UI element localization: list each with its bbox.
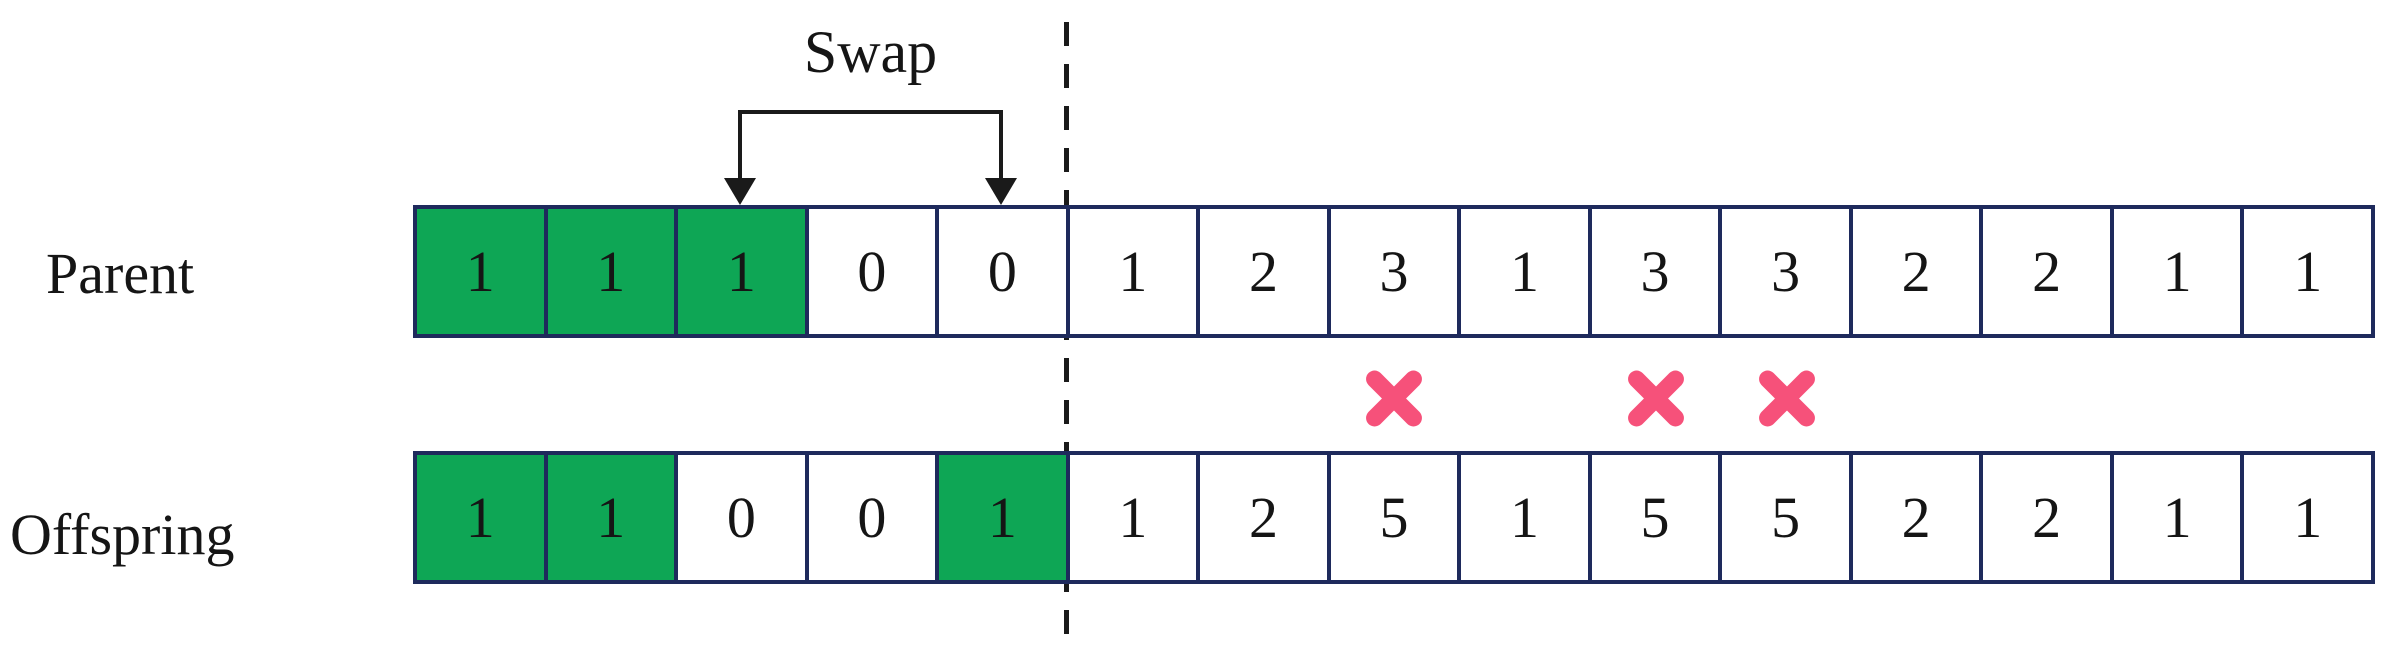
offspring-cell-11: 5 xyxy=(1718,455,1849,580)
parent-cell-1: 1 xyxy=(417,209,544,334)
swap-label: Swap xyxy=(803,19,938,85)
offspring-row-label: Offspring xyxy=(10,502,235,567)
offspring-cell-4: 0 xyxy=(804,455,936,580)
parent-cell-11: 3 xyxy=(1718,209,1849,334)
offspring-cell-14: 1 xyxy=(2109,455,2241,580)
x-mark-icon xyxy=(1623,365,1689,431)
parent-cell-6: 1 xyxy=(1065,209,1197,334)
offspring-row: 1 1 0 0 1 1 2 5 1 5 5 2 2 1 1 xyxy=(413,451,2375,584)
parent-row-label: Parent xyxy=(46,241,195,306)
offspring-cell-10: 5 xyxy=(1587,455,1719,580)
x-mark-icon xyxy=(1361,365,1427,431)
offspring-cell-1: 1 xyxy=(417,455,544,580)
parent-cell-5: 0 xyxy=(935,209,1066,334)
parent-cell-14: 1 xyxy=(2109,209,2241,334)
offspring-cell-15: 1 xyxy=(2240,455,2371,580)
x-mark-icon xyxy=(1754,365,1820,431)
parent-cell-10: 3 xyxy=(1587,209,1719,334)
parent-cell-15: 1 xyxy=(2240,209,2371,334)
offspring-cell-5: 1 xyxy=(935,455,1066,580)
swap-bracket-line xyxy=(738,110,1003,180)
offspring-cell-6: 1 xyxy=(1065,455,1197,580)
offspring-cell-13: 2 xyxy=(1979,455,2110,580)
parent-cell-7: 2 xyxy=(1196,209,1327,334)
parent-cell-4: 0 xyxy=(804,209,936,334)
offspring-cell-9: 1 xyxy=(1457,455,1588,580)
offspring-cell-2: 1 xyxy=(543,455,675,580)
parent-cell-9: 1 xyxy=(1457,209,1588,334)
parent-cell-13: 2 xyxy=(1979,209,2110,334)
offspring-cell-12: 2 xyxy=(1848,455,1980,580)
parent-row: 1 1 1 0 0 1 2 3 1 3 3 2 2 1 1 xyxy=(413,205,2375,338)
offspring-cell-8: 5 xyxy=(1326,455,1458,580)
parent-cell-2: 1 xyxy=(543,209,675,334)
parent-cell-12: 2 xyxy=(1848,209,1980,334)
offspring-cell-3: 0 xyxy=(674,455,805,580)
offspring-cell-7: 2 xyxy=(1196,455,1327,580)
swap-arrow-right-icon xyxy=(985,178,1017,205)
parent-cell-8: 3 xyxy=(1326,209,1458,334)
swap-arrow-left-icon xyxy=(724,178,756,205)
parent-cell-3: 1 xyxy=(674,209,805,334)
